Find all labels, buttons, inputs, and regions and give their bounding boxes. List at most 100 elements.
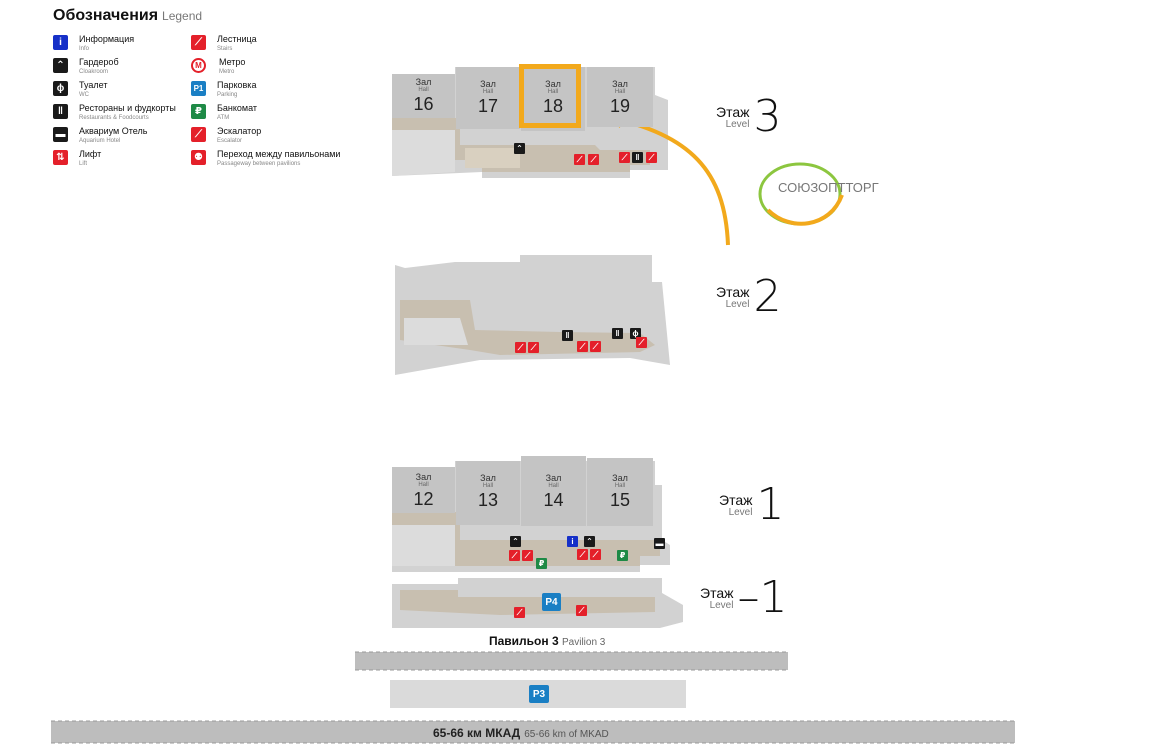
legend-label: Рестораны и фудкорты xyxy=(79,103,176,113)
legend-label: Гардероб xyxy=(79,57,119,67)
level-label: Этаж xyxy=(719,491,753,508)
road-upper xyxy=(355,652,788,670)
legend-label-en: Stairs xyxy=(217,46,233,52)
legend-label: Банкомат xyxy=(217,103,258,113)
stairs-icon: ⟋ xyxy=(590,341,601,352)
hall-label-en: Hall xyxy=(614,89,626,95)
lift-icon: ⇅ xyxy=(53,150,68,165)
hotel-icon: ▬ xyxy=(53,127,68,142)
escalator-icon: ⟋ xyxy=(577,341,588,352)
hall-label-en: Hall xyxy=(548,483,559,489)
legend-label-en: Lift xyxy=(79,161,88,167)
wc-icon: ɸ xyxy=(53,81,68,96)
hanger-icon: ⌃ xyxy=(584,536,595,547)
escalator-icon: ⟋ xyxy=(191,127,206,142)
level-number: 3 xyxy=(753,91,782,142)
legend-label: Туалет xyxy=(79,80,108,90)
parking-p3-icon[interactable]: P3 xyxy=(529,685,549,703)
legend-label: Переход между павильонами xyxy=(217,149,341,159)
parking-p4-icon[interactable]: P4 xyxy=(542,593,561,611)
road-label-en: 65-66 km of MKAD xyxy=(524,729,609,740)
hall-number: 19 xyxy=(609,96,631,116)
level-number: 2 xyxy=(753,271,782,322)
hall-label: Зал xyxy=(612,79,628,89)
level-label-en: Level xyxy=(728,506,753,518)
hall-label-en: Hall xyxy=(547,89,559,95)
hall-label-en: Hall xyxy=(614,483,626,489)
level-2-plan xyxy=(395,255,670,375)
escalator-icon: ⟋ xyxy=(588,154,599,165)
legend-label-en: Escalator xyxy=(217,138,243,144)
hanger-icon: ⌃ xyxy=(510,536,521,547)
hall-number: 13 xyxy=(477,490,499,510)
hall-number: 16 xyxy=(413,94,434,114)
escalator-icon: ⟋ xyxy=(509,550,520,561)
logo-swoosh-orange xyxy=(766,194,844,226)
atm-icon: ₽ xyxy=(191,104,206,119)
stairs-icon: ⟋ xyxy=(191,35,206,50)
hanger-icon: ⌃ xyxy=(53,58,68,73)
escalator-icon: ⟋ xyxy=(515,342,526,353)
stairs-icon: ⟋ xyxy=(619,152,630,163)
info-icon: i xyxy=(53,35,68,50)
hall-label-en: Hall xyxy=(482,483,494,489)
stairs-icon: ⟋ xyxy=(590,549,601,560)
legend-label-en: Info xyxy=(79,46,90,52)
legend-label-en: Passageway between pavilions xyxy=(217,161,301,167)
level-label-en: Level xyxy=(709,599,734,611)
parking-icon: P1 xyxy=(191,81,206,96)
legend-label: Аквариум Отель xyxy=(79,126,148,136)
hanger-icon: ⌃ xyxy=(514,143,525,154)
restaurant-icon: ǁ xyxy=(562,330,573,341)
wc-icon: ɸ xyxy=(630,328,641,339)
legend-label-en: ATM xyxy=(217,115,230,121)
hall-number: 17 xyxy=(477,96,499,116)
hall-label: Зал xyxy=(612,473,628,483)
legend-label: Лифт xyxy=(79,149,102,159)
road-label-ru: 65-66 км МКАД xyxy=(433,726,521,740)
atm-icon: ₽ xyxy=(536,558,547,569)
pavilion-label: Павильон 3 Pavilion 3 xyxy=(489,634,605,648)
escalator-icon: ⟋ xyxy=(514,607,525,618)
pavilion-label-ru: Павильон 3 xyxy=(489,634,559,648)
level-minus1-plan xyxy=(392,578,683,628)
escalator-icon: ⟋ xyxy=(576,605,587,616)
restaurant-icon: ǁ xyxy=(612,328,623,339)
escalator-icon: ⟋ xyxy=(646,152,657,163)
level-label: Этаж xyxy=(700,584,734,601)
level-label-en: Level xyxy=(725,298,750,310)
legend-label-en: Cloakroom xyxy=(79,69,109,75)
hall-label-en: Hall xyxy=(418,87,429,93)
legend-label-en: Parking xyxy=(217,92,238,98)
hall-label: Зал xyxy=(415,77,432,87)
legend-title-en: Legend xyxy=(162,9,203,23)
escalator-icon: ⟋ xyxy=(577,549,588,560)
hall-label: Зал xyxy=(480,79,496,89)
stairs-icon: ⟋ xyxy=(574,154,585,165)
info-icon: i xyxy=(567,536,578,547)
legend-label: Лестница xyxy=(217,34,257,44)
hall-number: 15 xyxy=(609,490,631,510)
